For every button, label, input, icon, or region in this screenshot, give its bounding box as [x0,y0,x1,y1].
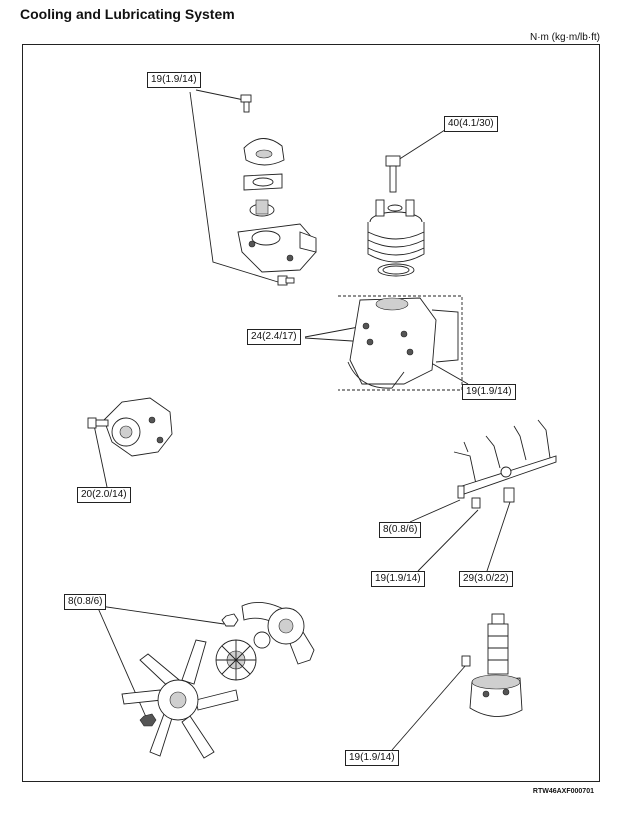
callout-oil-jet-bolt-small-torque: 8(0.8/6) [379,522,422,538]
callout-oil-jet-check-valve-torque: 29(3.0/22) [459,571,513,587]
fan-nut-upper [221,613,239,627]
callout-water-pump-bolt-torque: 20(2.0/14) [77,487,131,503]
oil-cooler-body [367,222,425,263]
housing-bolt-lower [277,275,295,286]
figure-id: RTW46AXF000701 [532,788,594,795]
torque-units: N·m (kg·m/lb·ft) [530,32,600,43]
callout-fan-nut-torque: 8(0.8/6) [64,594,107,610]
fan-blades [121,639,239,759]
callout-oil-filter-bolt-torque: 40(4.1/30) [444,116,498,132]
callout-thermostat-bolt-torque: 19(1.9/14) [147,72,201,88]
oil-filter-bolt [385,155,401,193]
callout-oil-pump-bolt-torque: 19(1.9/14) [345,750,399,766]
page-title: Cooling and Lubricating System [20,6,235,22]
drive-belt [241,601,315,665]
oil-jet-check-valve [503,487,515,503]
fan-nut-lower [139,713,157,727]
water-pump [87,397,173,457]
oil-pump [461,613,523,717]
oil-pump-bolt [461,655,471,667]
callout-housing-bolts-torque: 24(2.4/17) [247,329,301,345]
leader-lines [93,89,511,751]
callout-oil-jet-bolt-torque: 19(1.9/14) [371,571,425,587]
thermostat-bolt [240,94,252,113]
callout-housing-bolt-lower-torque: 19(1.9/14) [462,384,516,400]
fan-clutch [215,639,257,681]
thermostat-assembly [237,94,317,286]
diagram-frame [22,44,600,782]
thermostat [249,199,275,217]
oil-filter-assembly [367,155,425,277]
engine-block-section [338,295,463,391]
water-pump-bolt [87,417,109,429]
cooling-fan-assembly [121,601,315,759]
oil-jet-assembly [453,419,557,509]
